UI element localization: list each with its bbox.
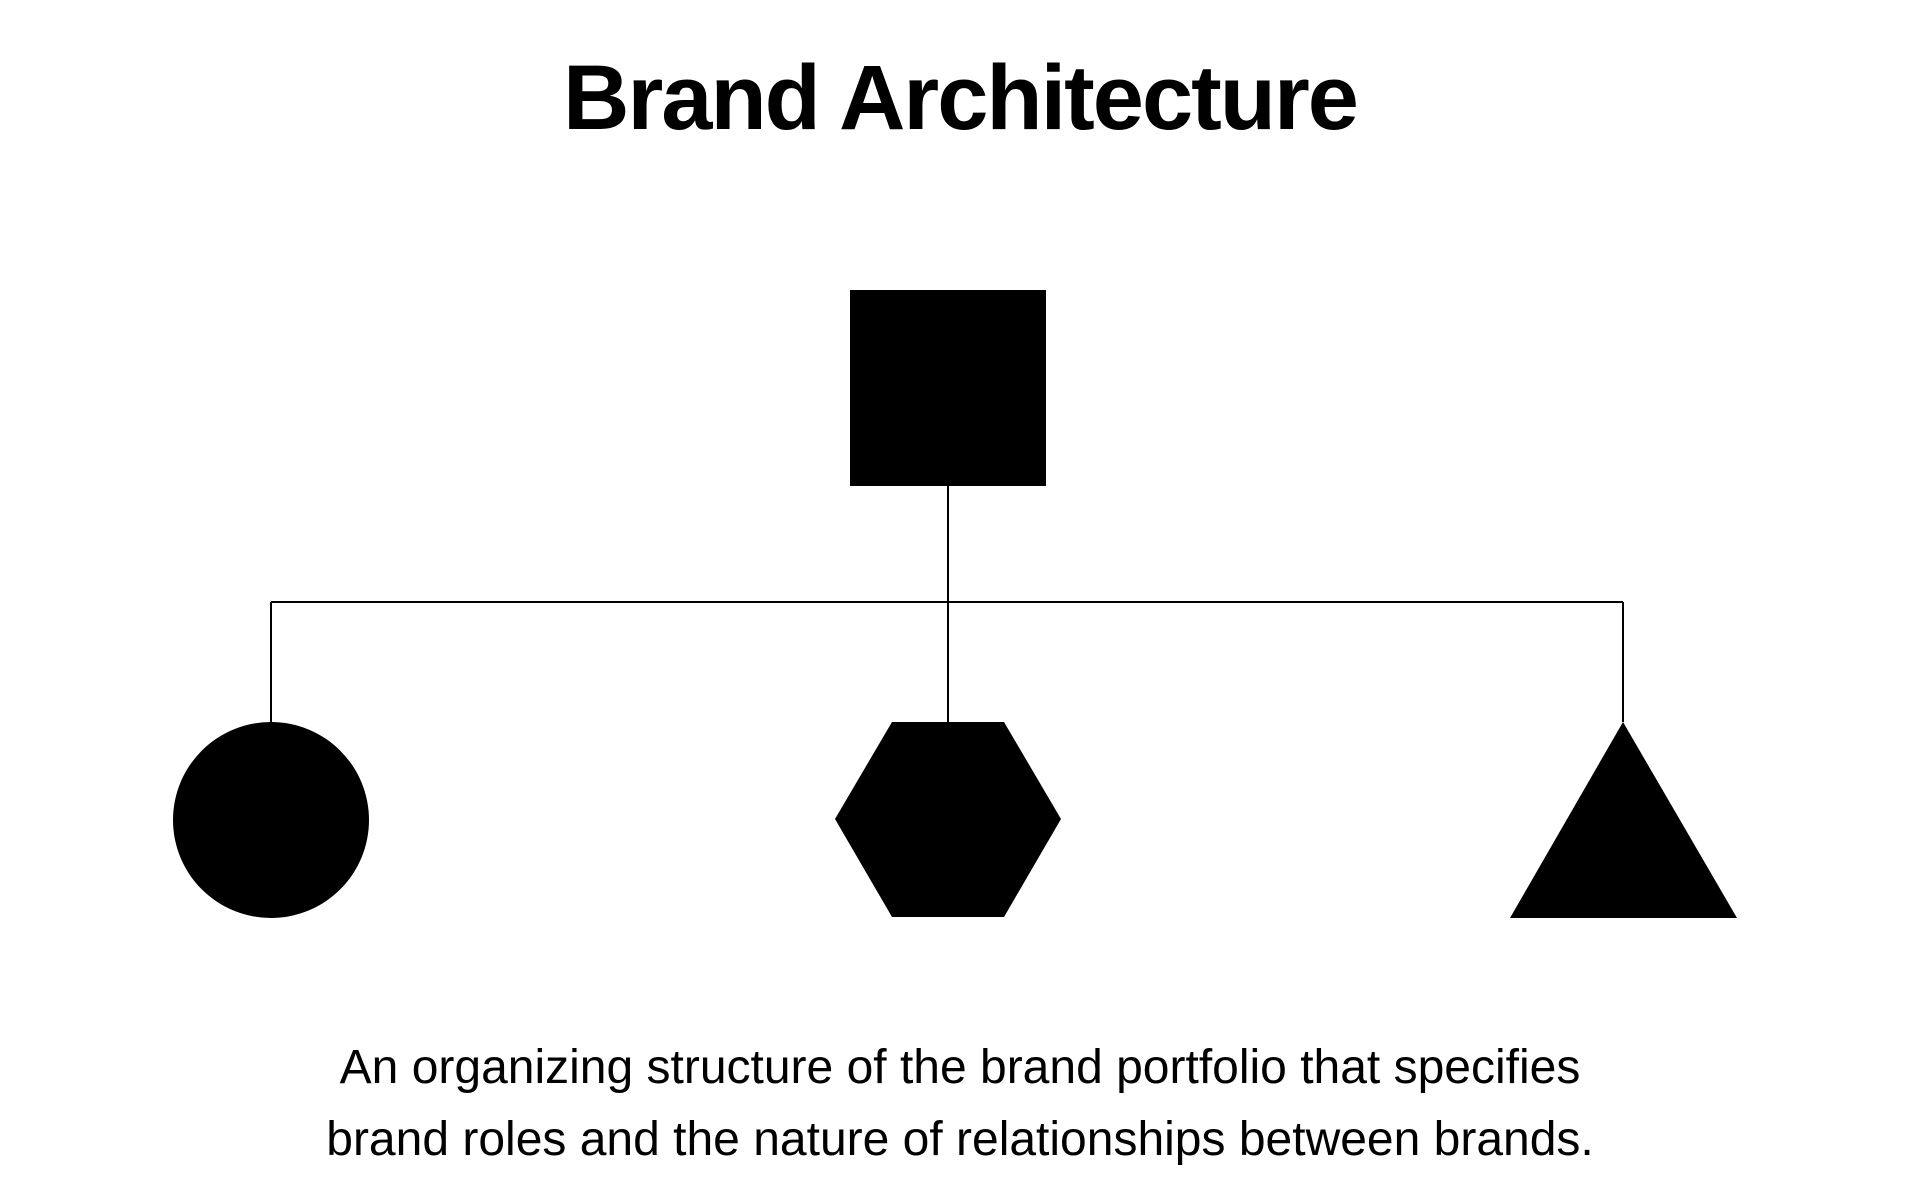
- caption-line-1: An organizing structure of the brand por…: [339, 1041, 1581, 1094]
- child-brand-triangle: [1510, 722, 1737, 918]
- child-brand-circle: [173, 722, 369, 918]
- parent-brand-square: [850, 290, 1046, 486]
- child-brand-hexagon: [835, 722, 1061, 917]
- caption-line-2: brand roles and the nature of relationsh…: [326, 1113, 1594, 1166]
- page-title: Brand Architecture: [563, 47, 1359, 149]
- caption: An organizing structure of the brand por…: [0, 1032, 1920, 1176]
